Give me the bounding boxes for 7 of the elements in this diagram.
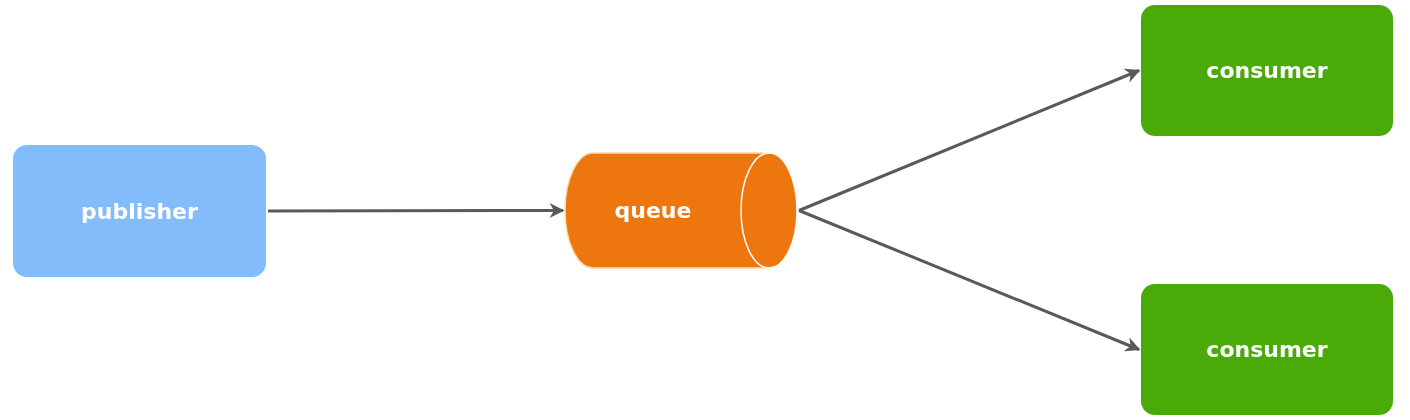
arrow (798, 68, 1141, 212)
arrow (798, 209, 1141, 352)
arrow (268, 203, 565, 218)
node-label: consumer (1206, 337, 1328, 362)
node-label: consumer (1206, 58, 1328, 83)
node-label: queue (614, 198, 692, 223)
node-label: publisher (81, 198, 198, 224)
